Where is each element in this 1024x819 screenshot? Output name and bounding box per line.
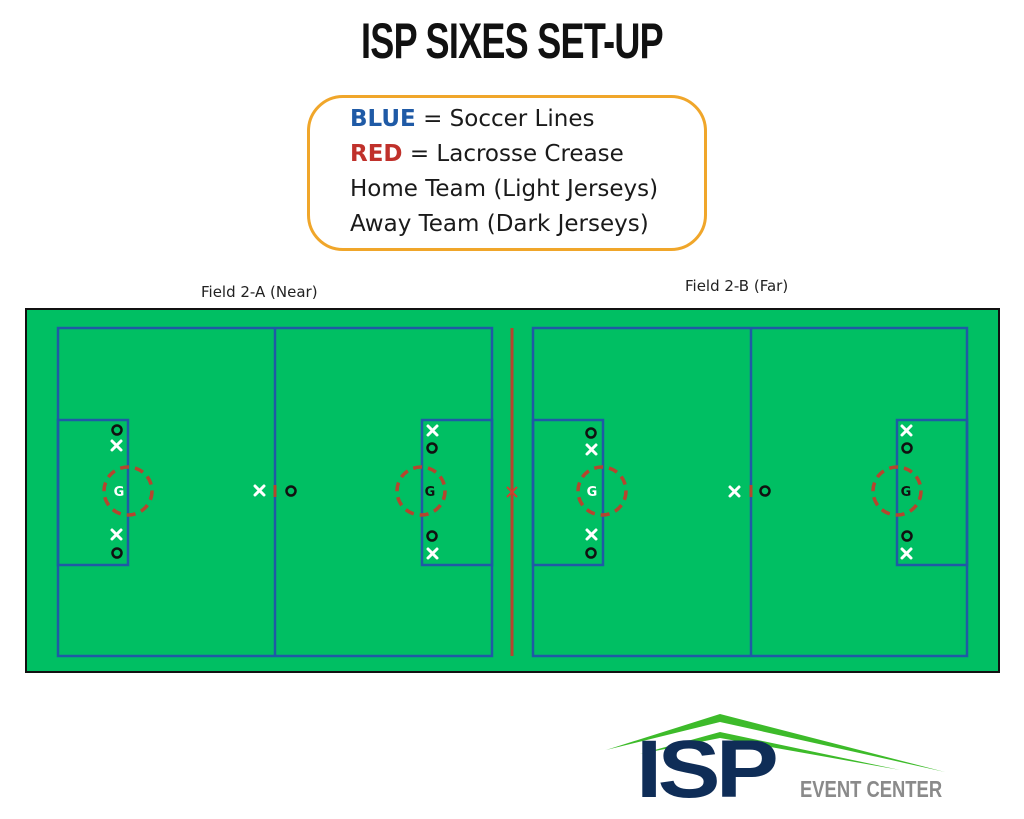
goalie-label: G — [425, 485, 436, 500]
field-label-2a: Field 2-A (Near) — [201, 283, 318, 301]
goalie-labels: G G G G — [114, 485, 912, 500]
legend-home: Home Team (Light Jerseys) — [350, 176, 659, 202]
goalie-label: G — [901, 485, 912, 500]
legend-red-text: = Lacrosse Crease — [402, 141, 624, 167]
legend-red-keyword: RED — [350, 141, 403, 167]
faceoff-ticks — [273, 485, 753, 497]
goalie-label: G — [587, 485, 598, 500]
field-label-2b: Field 2-B (Far) — [685, 277, 789, 295]
roof-icon — [606, 714, 945, 772]
legend-blue-text: = Soccer Lines — [415, 106, 595, 132]
creases — [102, 465, 923, 517]
legend-blue-keyword: BLUE — [350, 106, 416, 132]
goalie-label: G — [114, 485, 125, 500]
home-player-markers — [110, 424, 913, 560]
turf-field: G G G G — [25, 308, 1000, 673]
legend-box: BLUE = Soccer Lines RED = Lacrosse Creas… — [307, 95, 707, 251]
isp-event-center-logo: ISP EVENT CENTER — [600, 700, 960, 815]
legend-blue: BLUE = Soccer Lines — [350, 106, 594, 132]
page-title: ISP SIXES SET-UP — [361, 13, 664, 69]
logo-brand: ISP — [636, 724, 779, 815]
logo-subtitle: EVENT CENTER — [800, 776, 943, 802]
divider-center-x-icon — [506, 486, 518, 498]
legend-away: Away Team (Dark Jerseys) — [350, 211, 649, 237]
legend-red: RED = Lacrosse Crease — [350, 141, 624, 167]
field-diagram: G G G G — [56, 326, 969, 658]
away-player-markers — [111, 424, 913, 559]
